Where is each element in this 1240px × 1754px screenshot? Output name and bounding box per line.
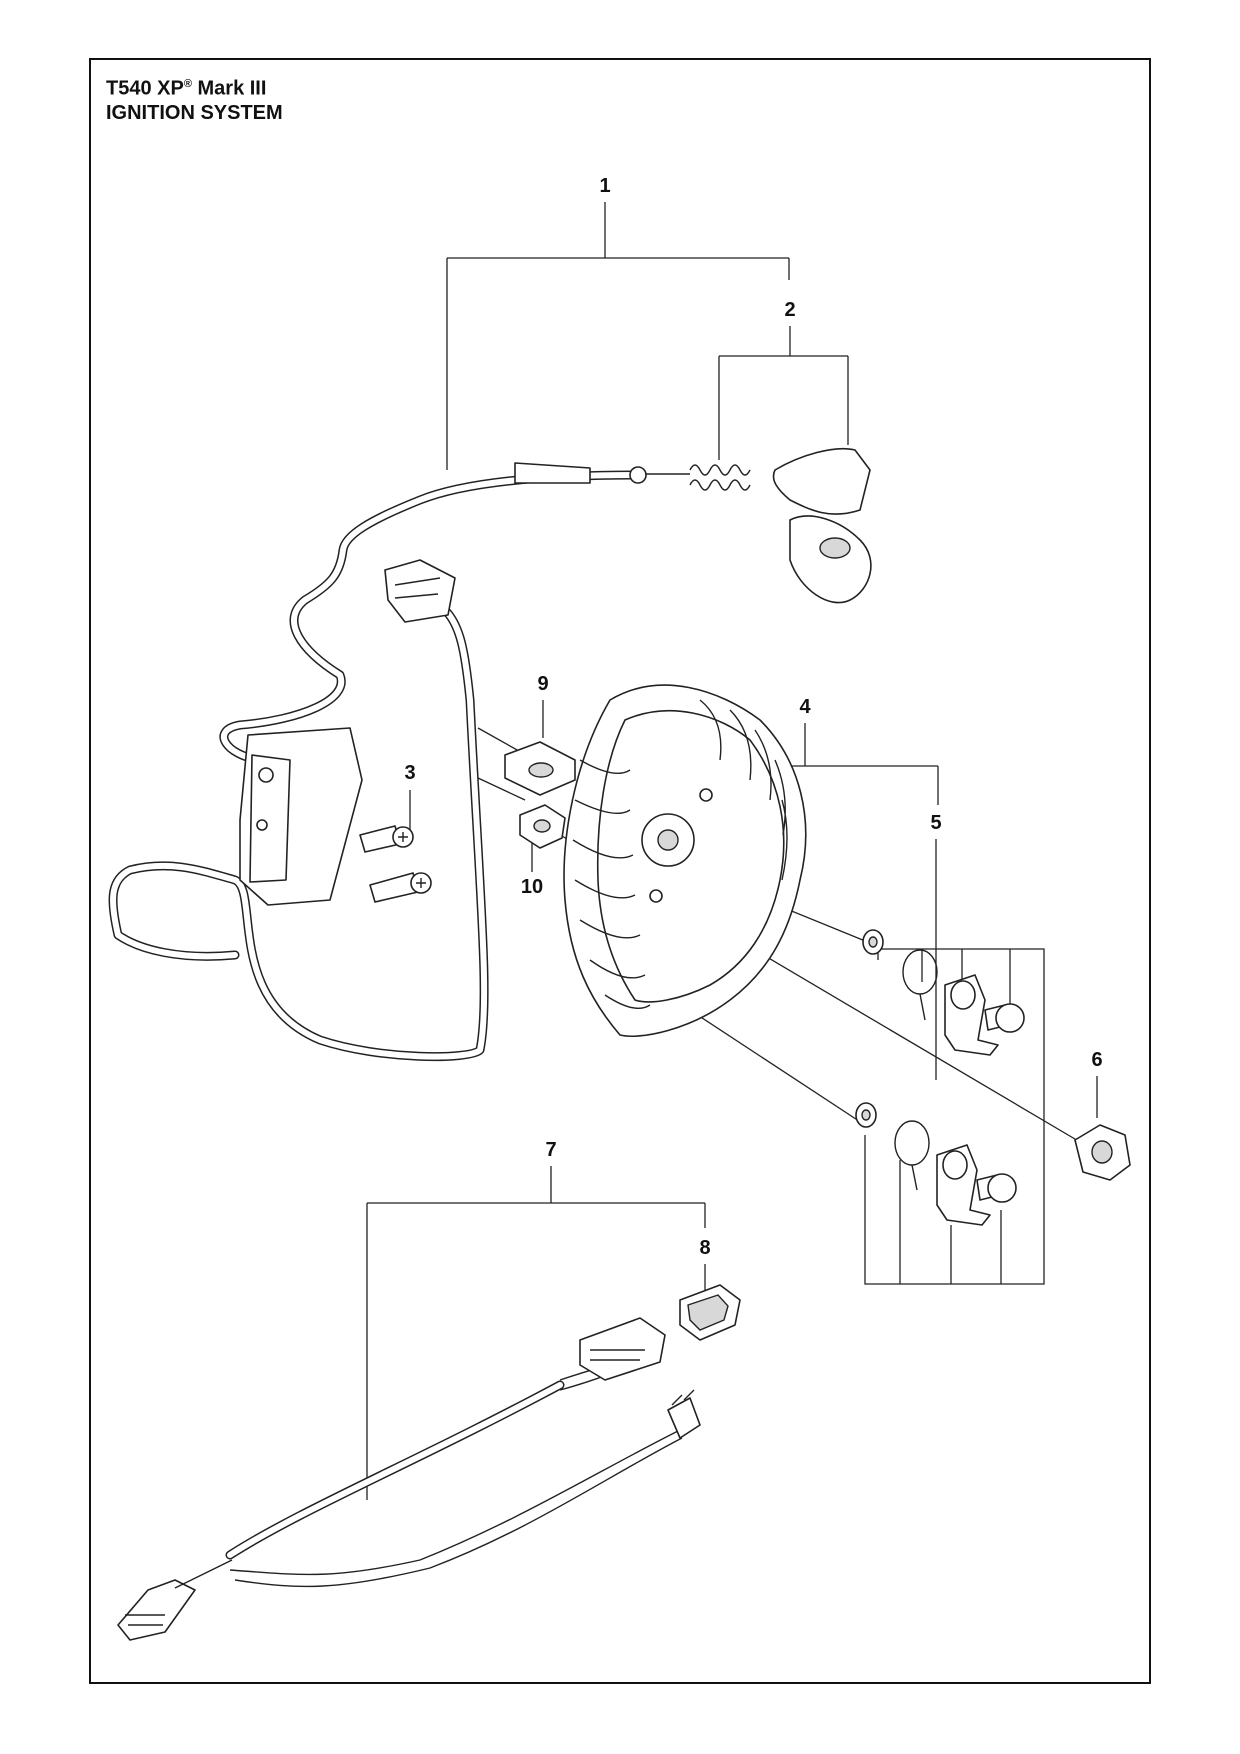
callout-5: 5 (930, 812, 941, 834)
model-title: T540 XP® Mark III (106, 72, 283, 101)
flywheel (563, 684, 807, 1038)
ignition-module-lead (108, 462, 690, 1062)
model-suffix: Mark III (197, 77, 267, 100)
title-block: T540 XP® Mark III IGNITION SYSTEM (106, 72, 283, 125)
callout-4: 4 (799, 696, 811, 718)
callout-8: 8 (699, 1237, 710, 1259)
registered-mark: ® (183, 78, 192, 90)
wiring-harness (117, 1317, 701, 1641)
drawing-frame (89, 58, 1151, 1684)
callout-3: 3 (404, 762, 415, 784)
flywheel-nut (1074, 1124, 1131, 1181)
section-title: IGNITION SYSTEM (106, 101, 283, 124)
grommets (504, 741, 576, 849)
callout-1: 1 (599, 175, 610, 197)
connector-seal (679, 1284, 741, 1341)
callout-10: 10 (521, 876, 543, 898)
spark-plug-boot (689, 447, 872, 604)
callout-7: 7 (545, 1139, 556, 1161)
callout-9: 9 (537, 673, 548, 695)
pawl-assembly-lower (855, 1102, 1017, 1226)
pawl-assembly-upper (862, 929, 1025, 1056)
screws (359, 825, 432, 903)
callout-2: 2 (784, 299, 795, 321)
model-name: T540 XP (106, 77, 184, 100)
leader-lines (366, 202, 1098, 1500)
callout-6: 6 (1091, 1049, 1102, 1071)
